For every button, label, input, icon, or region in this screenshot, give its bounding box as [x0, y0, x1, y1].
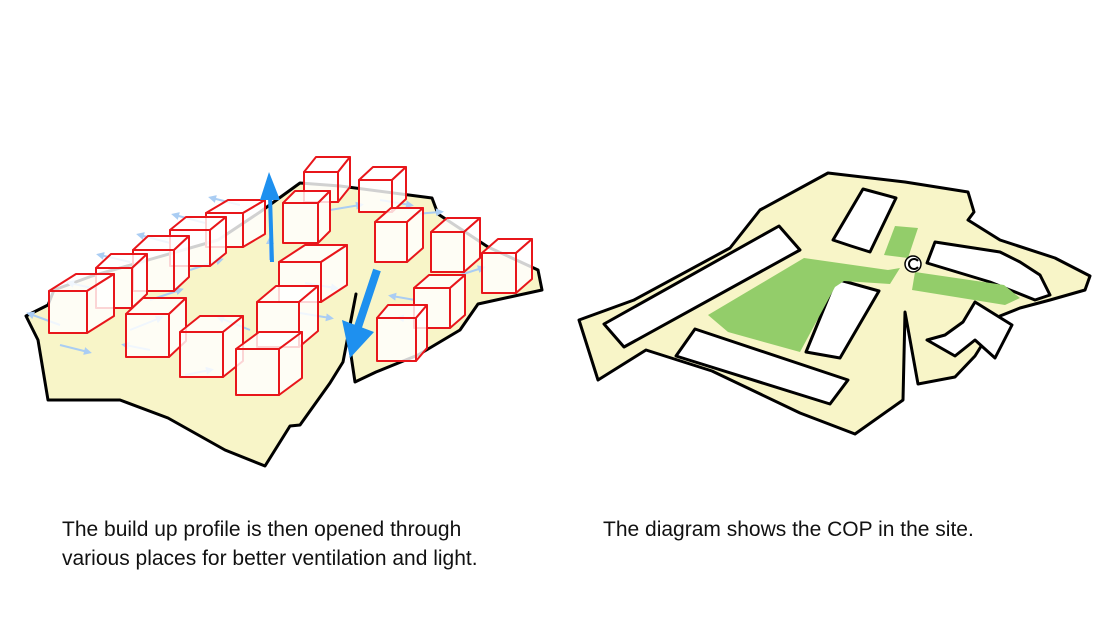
building-block — [481, 238, 533, 294]
right-caption: The diagram shows the COP in the site. — [603, 518, 974, 541]
green-space-east — [912, 272, 1020, 305]
block-side-face — [209, 216, 227, 267]
cop-green-spaces — [708, 226, 1020, 352]
left-caption: The build up profile is then opened thro… — [62, 518, 478, 570]
building-block — [48, 273, 115, 334]
building-block — [303, 156, 351, 203]
right-site-diagram — [577, 171, 1092, 436]
block-front-face — [358, 179, 393, 213]
block-side-face — [131, 253, 148, 309]
block-side-face — [242, 199, 266, 248]
wind-arrow-up — [260, 172, 280, 263]
block-side-face — [86, 273, 115, 334]
block-front-face — [125, 313, 170, 358]
block-front-face — [282, 202, 319, 244]
building-block — [376, 304, 428, 362]
block-side-face — [278, 331, 303, 396]
block-front-face — [430, 231, 465, 273]
block-side-face — [406, 207, 424, 263]
building-block — [358, 166, 407, 213]
block-side-face — [415, 304, 428, 362]
block-side-face — [391, 166, 407, 213]
building-blocks — [48, 156, 533, 396]
building-block — [430, 217, 481, 273]
block-east — [925, 240, 1052, 302]
block-side-face — [463, 217, 481, 273]
block-front-face — [374, 221, 408, 263]
block-side-face — [449, 274, 466, 329]
c-marker-icon — [904, 255, 922, 273]
block-side-face — [337, 156, 351, 203]
block-side-face — [317, 190, 331, 244]
block-front-face — [48, 290, 88, 334]
green-space-north — [884, 226, 918, 258]
building-block — [125, 297, 187, 358]
built-blocks — [602, 187, 1052, 406]
block-side-face — [320, 244, 348, 303]
arrow-icon — [260, 172, 280, 200]
building-block — [282, 190, 331, 244]
block-side-face — [173, 235, 190, 292]
block-front-face — [376, 317, 417, 362]
block-l-north — [831, 187, 898, 254]
building-block — [374, 207, 424, 263]
block-southeast — [925, 300, 1014, 360]
block-center — [804, 277, 881, 360]
building-block — [179, 315, 244, 378]
building-block — [235, 331, 303, 396]
arrow-icon — [342, 320, 374, 358]
left-site-diagram — [24, 156, 544, 468]
block-front-face — [235, 348, 280, 396]
block-long-south — [674, 327, 850, 406]
block-front-face — [481, 252, 517, 294]
block-long-northwest — [602, 224, 802, 349]
block-side-face — [515, 238, 533, 294]
green-space-large — [708, 258, 900, 352]
wind-arrow-down — [342, 268, 381, 358]
block-front-face — [179, 331, 224, 378]
